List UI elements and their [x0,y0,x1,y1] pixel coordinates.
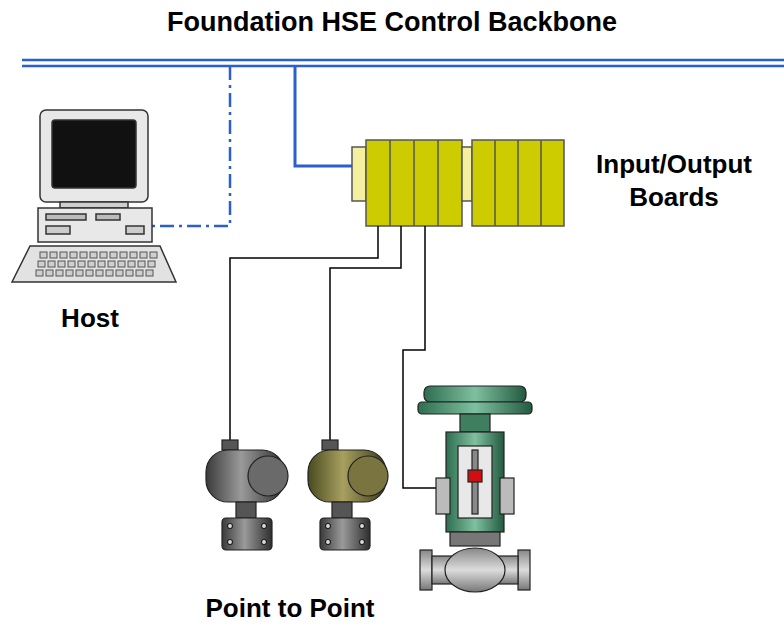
diagram-title: Foundation HSE Control Backbone [60,6,724,40]
host-link [150,66,230,226]
point-to-point-label: Point to Point [140,592,440,625]
control-valve [418,386,532,592]
io-boards [352,140,564,226]
host-label: Host [20,302,160,335]
transmitter [308,440,388,550]
host-computer [12,110,176,282]
io-boards-label: Input/Output Boards [566,148,782,213]
io-link [295,66,355,166]
backbone [22,60,784,66]
transmitter [206,440,288,550]
field-wires [230,226,436,488]
